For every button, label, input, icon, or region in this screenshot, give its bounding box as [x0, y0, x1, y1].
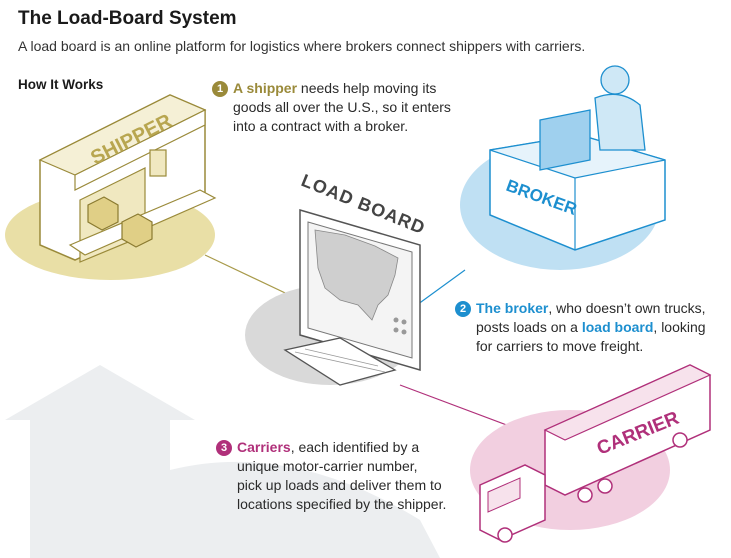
keyboard	[283, 337, 397, 386]
shipper-building	[38, 94, 217, 263]
step-3-line3: pick up loads and deliver them to	[237, 477, 442, 493]
step-2-text: 2 The broker, who doesn’t own trucks, pos…	[455, 299, 706, 356]
step-2-line2-post: , looking	[653, 319, 706, 335]
step-1-number-badge: 1	[212, 81, 228, 97]
step-3-text: 3 Carriers, each identified by a unique m…	[216, 438, 446, 514]
carrier-truck	[479, 364, 712, 543]
shipper-board-line	[204, 254, 301, 301]
step-2-line2-highlight: load board	[581, 319, 654, 335]
step-3-number-badge: 3	[216, 440, 232, 456]
step-1-line1: needs help moving its	[297, 80, 437, 96]
load-board-monitor	[299, 209, 421, 376]
step-3-line2: unique motor-carrier number,	[237, 458, 418, 474]
step-2-number-badge: 2	[455, 301, 471, 317]
section-label: How It Works	[18, 77, 104, 92]
step-1-line2: goods all over the U.S., so it enters	[233, 99, 451, 115]
step-2-line1: , who doesn’t own trucks,	[548, 300, 706, 316]
step-1-line3: into a contract with a broker.	[233, 118, 409, 134]
step-3-line1: , each identified by a	[290, 439, 420, 455]
step-2-line2-pre: posts loads on a	[476, 319, 582, 335]
step-1-text: 1 A shipper needs help moving its goods a…	[212, 79, 451, 136]
step-1-highlight: A shipper	[233, 80, 298, 96]
page-subtitle: A load board is an online platform for l…	[18, 38, 586, 54]
step-3-line4: locations specified by the shipper.	[237, 496, 447, 512]
return-arrow	[5, 365, 440, 558]
step-2-line3: for carriers to move freight.	[476, 338, 644, 354]
page-title: The Load-Board System	[18, 8, 237, 29]
step-2-highlight: The broker	[476, 300, 549, 316]
us-map-icon	[314, 229, 399, 321]
step-3-highlight: Carriers	[237, 439, 291, 455]
broker-person	[539, 65, 646, 171]
board-carrier-line	[399, 384, 521, 431]
